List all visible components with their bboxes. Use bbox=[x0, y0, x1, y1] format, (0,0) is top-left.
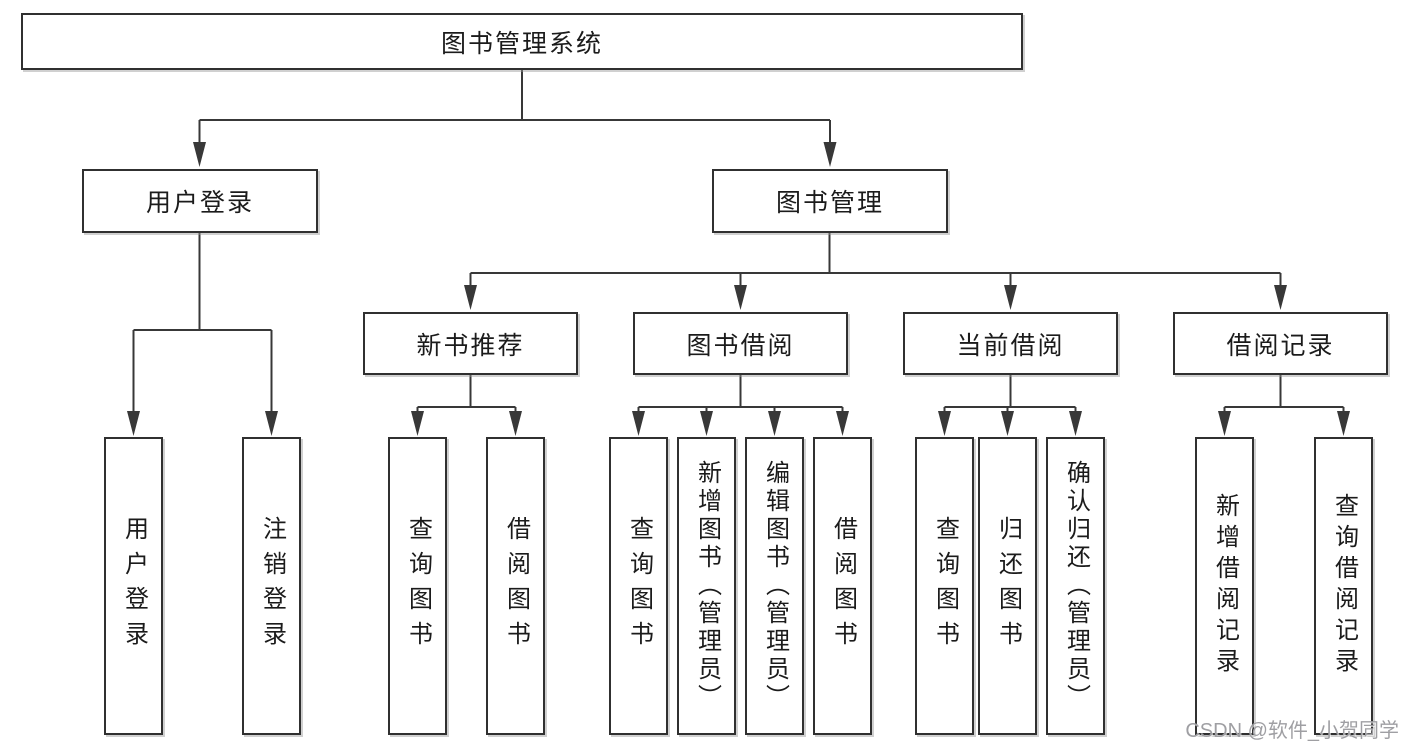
leaf-bb-edit-books-admin: 编辑图书（管理员） bbox=[745, 437, 804, 735]
leaf-cb-confirm-return-admin-label: 确认归还（管理员） bbox=[1062, 460, 1090, 712]
leaf-cb-return-books: 归还图书 bbox=[978, 437, 1037, 735]
node-book-borrowing-label: 图书借阅 bbox=[686, 331, 795, 360]
node-book-management-label: 图书管理 bbox=[775, 189, 884, 217]
leaf-user-login: 用户登录 bbox=[104, 437, 163, 735]
node-borrowing-records: 借阅记录 bbox=[1173, 312, 1388, 375]
leaf-nbr-query-books-label: 查询图书 bbox=[404, 516, 432, 656]
leaf-logout-label: 注销登录 bbox=[258, 516, 286, 656]
leaf-bb-query-books: 查询图书 bbox=[609, 437, 668, 735]
leaf-br-query-record-label: 查询借阅记录 bbox=[1330, 493, 1358, 679]
node-borrowing-records-label: 借阅记录 bbox=[1226, 331, 1335, 360]
node-root-label: 图书管理系统 bbox=[440, 29, 603, 58]
leaf-bb-edit-books-admin-label: 编辑图书（管理员） bbox=[761, 460, 789, 712]
node-user-login-label: 用户登录 bbox=[145, 189, 254, 217]
csdn-watermark: CSDN @软件_小贺同学 bbox=[1185, 720, 1399, 742]
node-current-borrowing-label: 当前借阅 bbox=[956, 331, 1065, 360]
leaf-nbr-borrow-books-label: 借阅图书 bbox=[502, 516, 530, 656]
leaf-cb-return-books-label: 归还图书 bbox=[994, 516, 1022, 656]
leaf-bb-add-books-admin: 新增图书（管理员） bbox=[677, 437, 736, 735]
node-book-management: 图书管理 bbox=[712, 169, 948, 233]
leaf-cb-confirm-return-admin: 确认归还（管理员） bbox=[1046, 437, 1105, 735]
leaf-bb-query-books-label: 查询图书 bbox=[625, 516, 653, 656]
node-new-book-recommend: 新书推荐 bbox=[363, 312, 578, 375]
node-current-borrowing: 当前借阅 bbox=[903, 312, 1118, 375]
leaf-cb-query-books: 查询图书 bbox=[915, 437, 974, 735]
leaf-cb-query-books-label: 查询图书 bbox=[931, 516, 959, 656]
node-new-book-recommend-label: 新书推荐 bbox=[416, 331, 525, 360]
node-user-login: 用户登录 bbox=[82, 169, 318, 233]
leaf-br-query-record: 查询借阅记录 bbox=[1314, 437, 1373, 735]
leaf-logout: 注销登录 bbox=[242, 437, 301, 735]
leaf-bb-borrow-books-label: 借阅图书 bbox=[829, 516, 857, 656]
node-book-borrowing: 图书借阅 bbox=[633, 312, 848, 375]
leaf-br-add-record-label: 新增借阅记录 bbox=[1211, 493, 1239, 679]
leaf-user-login-label: 用户登录 bbox=[120, 516, 148, 656]
node-root: 图书管理系统 bbox=[21, 13, 1023, 70]
leaf-br-add-record: 新增借阅记录 bbox=[1195, 437, 1254, 735]
leaf-bb-borrow-books: 借阅图书 bbox=[813, 437, 872, 735]
leaf-bb-add-books-admin-label: 新增图书（管理员） bbox=[693, 460, 721, 712]
leaf-nbr-query-books: 查询图书 bbox=[388, 437, 447, 735]
leaf-nbr-borrow-books: 借阅图书 bbox=[486, 437, 545, 735]
